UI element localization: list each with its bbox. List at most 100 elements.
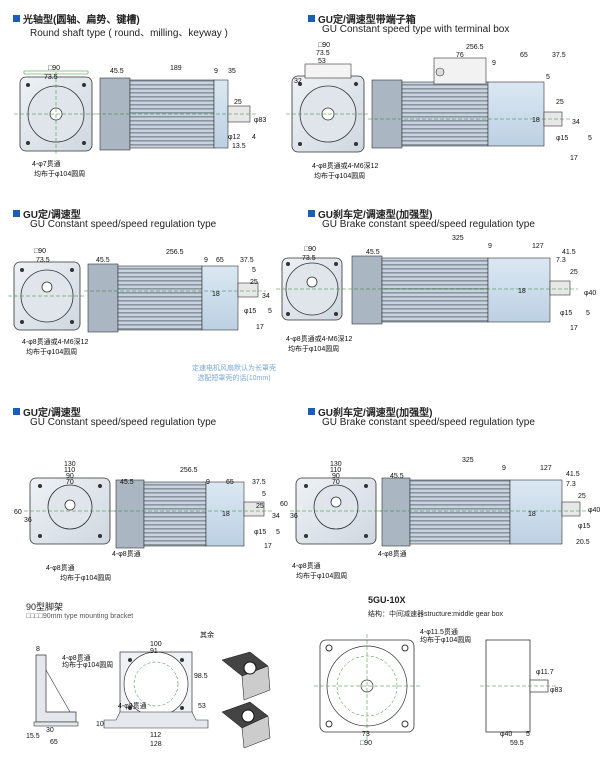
hole-note: 均布于φ104圆周 — [62, 660, 113, 669]
dim-label: 60 — [14, 509, 22, 516]
bullet-square-icon — [13, 408, 20, 415]
dim-label: 41.5 — [566, 471, 580, 478]
dim-label: φ15 — [244, 308, 256, 315]
dim-label: □90 — [48, 65, 60, 72]
dim-label: 25 — [578, 493, 586, 500]
round-shaft-side-view — [96, 77, 258, 151]
dim-label: 73.5 — [36, 257, 50, 264]
dim-label: 5 — [588, 135, 592, 142]
bullet-square-icon — [13, 210, 20, 217]
dim-label: 65 — [226, 479, 234, 486]
dim-label: 4 — [252, 134, 256, 141]
dim-label: 53 — [198, 703, 206, 710]
dim-label: 70 — [66, 479, 74, 486]
section-title-speed-regulation: GU定/调速型 — [13, 206, 81, 221]
dim-label: 9 — [492, 60, 496, 67]
dim-label: 45.5 — [110, 68, 124, 75]
brake-flange-side-view — [378, 477, 590, 547]
dim-label: 34 — [572, 119, 580, 126]
dim-label: 25 — [256, 503, 264, 510]
dim-label: 53 — [318, 58, 326, 65]
speed-regulation-flange-front-view — [24, 477, 116, 545]
dim-label: □90 — [360, 740, 372, 747]
section-title-brake-flange: GU刹车定/调速型(加强型) — [308, 404, 432, 419]
dim-label: 127 — [540, 465, 552, 472]
hole-note: 4-φ11.5贯通 — [420, 627, 458, 636]
dim-label: φ12 — [228, 134, 240, 141]
brake-front-view — [276, 257, 348, 321]
hole-note: 4-φ8贯通 — [292, 561, 321, 570]
section-subtitle-speed-regulation: GU Constant speed/speed regulation type — [30, 219, 217, 230]
dim-label: 73 — [362, 731, 370, 738]
dim-label: 8 — [36, 646, 40, 653]
fan-cover-note: 定速电机风扇默认为长罩壳 选配短罩壳的话(10mm) — [192, 365, 276, 382]
speed-regulation-flange-side-view — [112, 479, 272, 549]
dim-label: 36 — [24, 517, 32, 524]
hole-note: 均布于φ104圆周 — [288, 344, 339, 353]
dim-label: 25 — [556, 99, 564, 106]
hole-note: 4-φ8贯通 — [118, 701, 147, 710]
section-title-round-shaft: 光轴型(圆轴、扁势、键槽) — [13, 11, 140, 26]
dim-label: φ15 — [560, 310, 572, 317]
dim-label: 9 — [488, 243, 492, 250]
section-subtitle-brake-flange: GU Brake constant speed/speed regulation… — [322, 417, 535, 428]
hole-note: 均布于φ104圆周 — [60, 573, 111, 582]
section-title-brake: GU刹车定/调速型(加强型) — [308, 206, 432, 221]
dim-label: 110 — [64, 467, 75, 474]
dim-label: 73.5 — [302, 255, 316, 262]
hole-note: 4-φ8贯通 — [112, 549, 141, 558]
dim-label: 65 — [50, 739, 58, 746]
dim-label: 7.3 — [556, 257, 566, 264]
bracket-3d-view-top — [221, 651, 271, 701]
speed-regulation-side-view — [84, 263, 266, 333]
dim-label: 91 — [150, 648, 158, 655]
dim-label: 18 — [212, 291, 220, 298]
dim-label: 100 — [150, 641, 162, 648]
section-subtitle-speed-regulation-flange: GU Constant speed/speed regulation type — [30, 417, 217, 428]
dim-label: 73.5 — [316, 50, 330, 57]
gearbox-side-view — [480, 639, 556, 733]
hole-note: 4-φ8贯通 — [378, 549, 407, 558]
dim-label: □90 — [34, 248, 46, 255]
dim-label: 5 — [526, 731, 530, 738]
dim-label: 45.5 — [120, 479, 134, 486]
dim-label: 9 — [206, 479, 210, 486]
bullet-square-icon — [308, 15, 315, 22]
hole-note: 4-φ8贯通 — [46, 563, 75, 572]
round-shaft-front-view — [14, 70, 98, 156]
dim-label: 25 — [234, 99, 242, 106]
terminal-box-front-view — [286, 63, 370, 153]
dim-label: φ40 — [588, 507, 600, 514]
dim-label: 70 — [332, 479, 340, 486]
dim-label: φ40 — [584, 290, 596, 297]
hole-note: 均布于φ104圆周 — [26, 347, 77, 356]
dim-label: 45.5 — [96, 257, 110, 264]
hole-note: 均布于φ104圆周 — [314, 171, 365, 180]
hole-note: 4-φ8贯通或4-M6深12 — [286, 334, 352, 343]
dim-label: 65 — [520, 52, 528, 59]
dim-label: 18 — [528, 511, 536, 518]
section-subtitle-brake: GU Brake constant speed/speed regulation… — [322, 219, 535, 230]
dim-label: φ11.7 — [536, 669, 554, 676]
dim-label: 5 — [252, 267, 256, 274]
dim-label: 325 — [462, 457, 474, 464]
dim-label: 256.5 — [166, 249, 184, 256]
dim-label: 34 — [262, 293, 270, 300]
dim-label: 110 — [330, 467, 341, 474]
hole-note: 均布于φ104圆周 — [34, 169, 85, 178]
dim-label: 35 — [228, 68, 236, 75]
dim-label: 5 — [268, 308, 272, 315]
dim-label: 45.5 — [366, 249, 380, 256]
dim-label: 112 — [150, 732, 161, 739]
bracket-side-view — [33, 654, 79, 727]
dim-label: 30 — [46, 727, 54, 734]
dim-label: 127 — [532, 243, 544, 250]
dim-label: φ15 — [578, 523, 590, 530]
dim-label: 15.5 — [26, 733, 40, 740]
dim-label: φ83 — [254, 117, 266, 124]
dim-label: 128 — [150, 741, 162, 748]
section-subtitle-bracket: □□□□90mm type mounting bracket — [26, 613, 134, 620]
dim-label: φ83 — [550, 687, 562, 694]
dim-label: 325 — [452, 235, 464, 242]
